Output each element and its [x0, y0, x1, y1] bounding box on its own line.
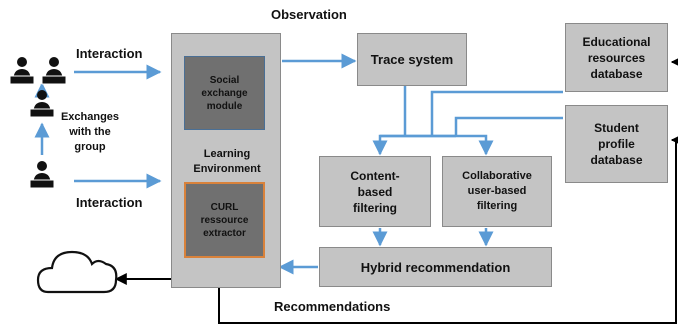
learning-environment-label: Learning Environment: [193, 148, 261, 175]
person-at-laptop-icon: [29, 161, 55, 189]
exchanges-label: Exchanges with the group: [58, 110, 122, 155]
student-db-to-bus: [454, 116, 563, 136]
observation-label: Observation: [271, 7, 347, 22]
exchanges-line-2: with the: [69, 126, 111, 138]
person-at-laptop-icon: [41, 57, 67, 85]
cloud-icon: [36, 250, 118, 294]
bus-to-collab: [380, 134, 494, 156]
trace-system-box: Trace system: [357, 33, 467, 86]
exchanges-line-3: group: [74, 141, 106, 153]
bus-to-content: [372, 134, 456, 156]
student-db-box: Student profile database: [565, 105, 668, 183]
curl-extractor-box: CURL ressource extractor: [184, 182, 265, 258]
educational-db-box: Educational resources database: [565, 23, 668, 92]
person-at-laptop-icon: [9, 57, 35, 85]
person-at-laptop-icon: [29, 90, 55, 118]
collaborative-filtering-box: Collaborative user-based filtering: [442, 156, 552, 227]
content-filtering-box: Content-based filtering: [319, 156, 431, 227]
exchanges-line-1: Exchanges: [60, 111, 120, 123]
curl-to-db-line: [218, 140, 677, 324]
interaction-bottom-label: Interaction: [76, 195, 143, 210]
recommendations-label: Recommendations: [274, 299, 391, 314]
hybrid-recommendation-box: Hybrid recommendation: [319, 247, 552, 287]
edu-db-to-bus: [430, 90, 563, 136]
social-exchange-module-box: Social exchange module: [184, 56, 265, 130]
interaction-top-label: Interaction: [76, 46, 143, 61]
